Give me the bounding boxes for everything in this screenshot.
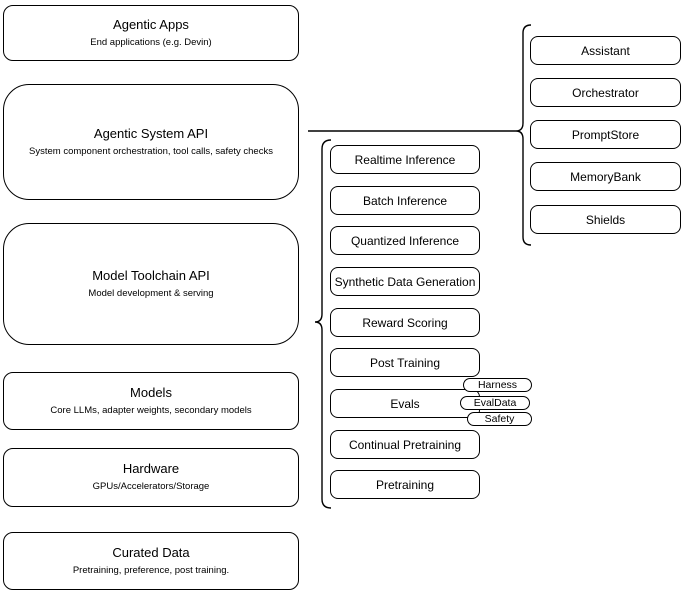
node-subtitle: Pretraining, preference, post training.: [72, 564, 230, 576]
node-orchestrator: Orchestrator: [530, 78, 681, 107]
brace-model-toolchain-group: [314, 139, 332, 509]
node-label: Continual Pretraining: [348, 437, 462, 452]
node-label: Assistant: [581, 43, 630, 58]
box-agentic-apps: Agentic Apps End applications (e.g. Devi…: [3, 5, 299, 61]
node-realtime-inference: Realtime Inference: [330, 145, 480, 174]
node-label: Evals: [390, 396, 420, 411]
box-agentic-system-api: Agentic System API System component orch…: [3, 84, 299, 200]
node-title: Hardware: [122, 461, 180, 477]
box-hardware: Hardware GPUs/Accelerators/Storage: [3, 448, 299, 507]
node-post-training: Post Training: [330, 348, 480, 377]
badge-safety: Safety: [467, 412, 532, 426]
node-evals: Evals: [330, 389, 480, 418]
node-label: Reward Scoring: [362, 315, 448, 330]
node-label: Orchestrator: [572, 85, 639, 100]
node-quantized-inference: Quantized Inference: [330, 226, 480, 255]
node-label: Realtime Inference: [354, 152, 456, 167]
node-subtitle: Core LLMs, adapter weights, secondary mo…: [50, 404, 252, 416]
node-memorybank: MemoryBank: [530, 162, 681, 191]
node-synthetic-data-generation: Synthetic Data Generation: [330, 267, 480, 296]
node-pretraining: Pretraining: [330, 470, 480, 499]
node-subtitle: GPUs/Accelerators/Storage: [92, 481, 210, 493]
node-title: Agentic Apps: [113, 16, 189, 32]
node-title: Agentic System API: [93, 125, 209, 141]
node-reward-scoring: Reward Scoring: [330, 308, 480, 337]
badge-harness: Harness: [463, 378, 532, 392]
node-shields: Shields: [530, 205, 681, 234]
node-label: PromptStore: [571, 127, 640, 142]
node-title: Models: [130, 384, 172, 400]
node-title: Curated Data: [112, 544, 190, 560]
badge-label: Safety: [484, 413, 515, 425]
node-label: Batch Inference: [362, 193, 448, 208]
node-subtitle: End applications (e.g. Devin): [90, 36, 212, 48]
node-subtitle: Model development & serving: [88, 287, 214, 299]
node-batch-inference: Batch Inference: [330, 186, 480, 215]
node-label: Synthetic Data Generation: [334, 274, 476, 289]
brace-agentic-system-group: [515, 24, 532, 246]
node-label: Shields: [585, 212, 626, 227]
box-model-toolchain-api: Model Toolchain API Model development & …: [3, 223, 299, 345]
node-title: Model Toolchain API: [92, 267, 210, 283]
box-models: Models Core LLMs, adapter weights, secon…: [3, 372, 299, 430]
node-promptstore: PromptStore: [530, 120, 681, 149]
node-continual-pretraining: Continual Pretraining: [330, 430, 480, 459]
badge-label: Harness: [477, 379, 518, 391]
badge-label: EvalData: [473, 397, 517, 409]
node-label: Pretraining: [375, 477, 435, 492]
node-label: Quantized Inference: [350, 233, 460, 248]
node-label: MemoryBank: [570, 169, 641, 184]
badge-evaldata: EvalData: [460, 396, 530, 410]
node-assistant: Assistant: [530, 36, 681, 65]
node-label: Post Training: [369, 355, 441, 370]
node-subtitle: System component orchestration, tool cal…: [29, 145, 273, 157]
box-curated-data: Curated Data Pretraining, preference, po…: [3, 532, 299, 590]
